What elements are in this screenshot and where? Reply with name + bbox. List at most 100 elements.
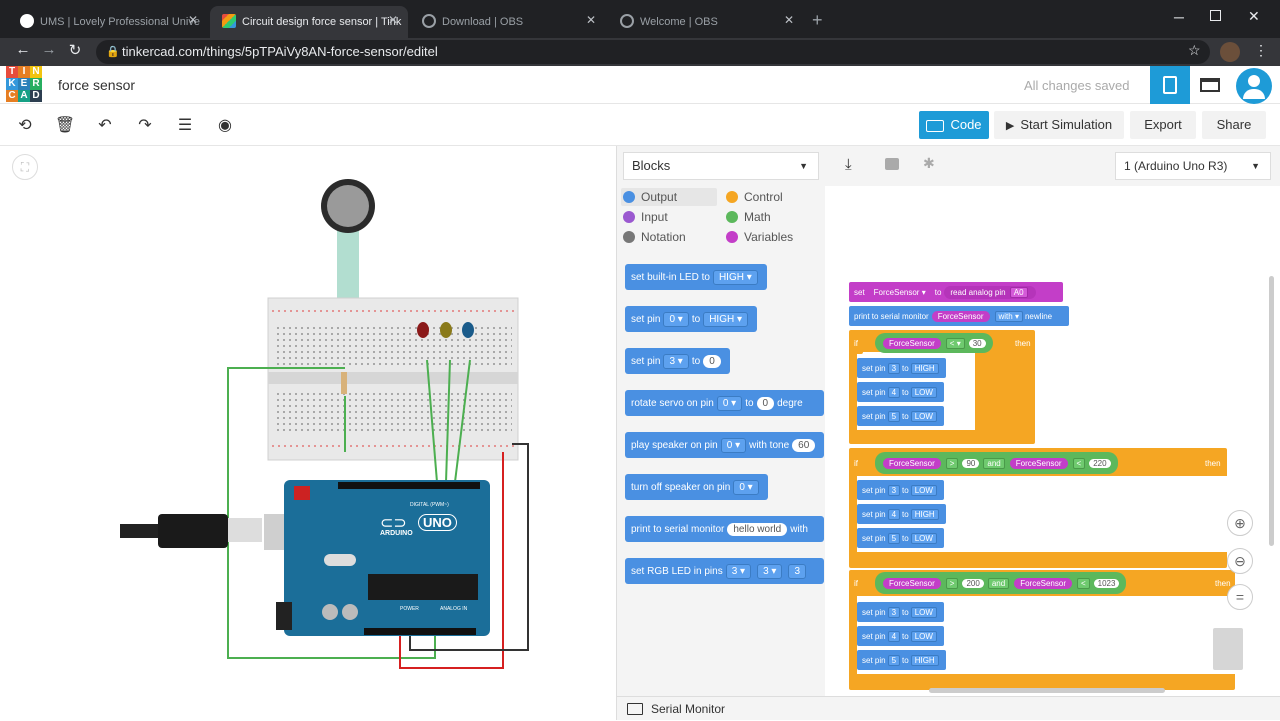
menu-icon[interactable]: ⋮ bbox=[1254, 42, 1268, 58]
device-select[interactable]: 1 (Arduino Uno R3) ▼ bbox=[1115, 152, 1271, 180]
black-wire[interactable] bbox=[409, 443, 529, 651]
variable-ref[interactable]: ForceSensor bbox=[931, 310, 990, 322]
level-dropdown[interactable]: HIGH bbox=[910, 508, 939, 520]
block-print-serial[interactable]: print to serial monitor ForceSensor with… bbox=[849, 306, 1069, 326]
logic-dropdown[interactable]: and bbox=[987, 577, 1010, 589]
block-set-variable[interactable]: set ForceSensor ▾ to read analog pin A0 bbox=[849, 282, 1063, 302]
red-wire[interactable] bbox=[399, 452, 504, 669]
dropdown[interactable]: 3 ▾ bbox=[757, 563, 783, 579]
dropdown[interactable]: 3 ▾ bbox=[663, 353, 689, 369]
resistor[interactable] bbox=[341, 372, 347, 394]
star-icon[interactable]: ☆ bbox=[1188, 42, 1201, 58]
close-icon[interactable]: ✕ bbox=[387, 13, 398, 27]
trash-icon[interactable] bbox=[1213, 628, 1243, 670]
green-wire[interactable] bbox=[454, 359, 471, 483]
code-mode-select[interactable]: Blocks ▼ bbox=[623, 152, 819, 180]
upload-icon[interactable] bbox=[885, 158, 899, 170]
url-input[interactable]: 🔒 tinkercad.com/things/5pTPAiVy8AN-force… bbox=[96, 40, 1210, 64]
pin-dropdown[interactable]: 5 bbox=[887, 410, 901, 422]
compare-block[interactable]: ForceSensor < ▾ 30 bbox=[875, 333, 993, 353]
level-dropdown[interactable]: LOW bbox=[910, 386, 937, 398]
value-input[interactable]: 60 bbox=[792, 438, 816, 452]
circuit-diagram[interactable]: ⊂⊃ bbox=[0, 146, 616, 720]
value-input[interactable]: 30 bbox=[968, 338, 986, 348]
dropdown[interactable]: 0 ▾ bbox=[716, 395, 743, 411]
debugger-icon[interactable]: ✱ bbox=[923, 155, 935, 171]
horizontal-scrollbar[interactable] bbox=[929, 688, 1165, 693]
script-area[interactable]: set ForceSensor ▾ to read analog pin A0 … bbox=[825, 186, 1280, 696]
variable-ref[interactable]: ForceSensor bbox=[883, 337, 941, 349]
circuit-workspace[interactable]: ⛶ bbox=[0, 146, 616, 720]
profile-avatar[interactable] bbox=[1220, 42, 1240, 62]
new-tab-icon[interactable]: + bbox=[812, 10, 823, 30]
variable-dropdown[interactable]: ForceSensor ▾ bbox=[867, 286, 932, 298]
value-input[interactable]: 90 bbox=[962, 458, 980, 468]
dropdown[interactable]: 0 ▾ bbox=[663, 311, 689, 327]
pin-dropdown[interactable]: 3 bbox=[887, 362, 901, 374]
dropdown[interactable]: 0 ▾ bbox=[720, 437, 747, 453]
value-input[interactable]: hello world bbox=[727, 522, 788, 536]
pin-dropdown[interactable]: 4 bbox=[887, 630, 901, 642]
level-dropdown[interactable]: LOW bbox=[910, 410, 937, 422]
green-wire[interactable] bbox=[227, 367, 436, 659]
pin-dropdown[interactable]: 3 bbox=[887, 606, 901, 618]
value-input[interactable]: 200 bbox=[962, 578, 984, 588]
red-led[interactable] bbox=[417, 322, 429, 338]
dropdown[interactable]: 3 bbox=[788, 563, 807, 579]
category-output[interactable]: Output bbox=[621, 190, 677, 204]
and-block[interactable]: ForceSensor > 90 and ForceSensor < 220 bbox=[875, 452, 1118, 474]
pin-dropdown[interactable]: 5 bbox=[887, 532, 901, 544]
level-dropdown[interactable]: LOW bbox=[910, 484, 937, 496]
category-control[interactable]: Control bbox=[724, 190, 783, 204]
notes-icon[interactable]: ☰ bbox=[177, 117, 193, 134]
user-avatar[interactable] bbox=[1236, 68, 1272, 104]
browser-tab-active[interactable]: Circuit design force sensor | Tink ✕ bbox=[210, 6, 408, 38]
browser-tab[interactable]: Download | OBS ✕ bbox=[410, 6, 606, 38]
pin-dropdown[interactable]: 4 bbox=[887, 386, 901, 398]
eye-icon[interactable]: ◉ bbox=[218, 117, 232, 134]
operator-dropdown[interactable]: > bbox=[945, 577, 959, 589]
category-notation[interactable]: Notation bbox=[621, 230, 686, 244]
value-input[interactable]: 220 bbox=[1089, 458, 1111, 468]
delete-icon[interactable]: 🗑 bbox=[54, 117, 76, 134]
variable-ref[interactable]: ForceSensor bbox=[1014, 577, 1072, 589]
dropdown[interactable]: 3 ▾ bbox=[725, 563, 752, 579]
download-icon[interactable]: ⤓ bbox=[845, 156, 852, 173]
zoom-reset-icon[interactable]: = bbox=[1227, 584, 1253, 610]
variable-ref[interactable]: ForceSensor bbox=[1009, 457, 1068, 469]
arduino-uno[interactable] bbox=[284, 480, 490, 636]
vertical-scrollbar[interactable] bbox=[1269, 276, 1274, 546]
zoom-out-icon[interactable]: ⊖ bbox=[1227, 548, 1253, 574]
value-input[interactable]: 0 bbox=[703, 354, 721, 368]
and-block[interactable]: ForceSensor > 200 and ForceSensor < 1023 bbox=[875, 572, 1127, 594]
category-input[interactable]: Input bbox=[621, 210, 668, 224]
pin-dropdown[interactable]: 3 bbox=[887, 484, 901, 496]
maximize-icon[interactable] bbox=[1210, 10, 1221, 21]
operator-dropdown[interactable]: < bbox=[1072, 457, 1086, 469]
variable-ref[interactable]: ForceSensor bbox=[883, 577, 941, 589]
undo-icon[interactable]: ↶ bbox=[98, 117, 112, 134]
close-icon[interactable]: ✕ bbox=[585, 13, 596, 27]
operator-dropdown[interactable]: > bbox=[945, 457, 959, 469]
zoom-in-icon[interactable]: ⊕ bbox=[1227, 510, 1253, 536]
dropdown[interactable]: HIGH ▾ bbox=[703, 311, 748, 327]
pin-dropdown[interactable]: 4 bbox=[887, 508, 901, 520]
export-button[interactable]: Export bbox=[1130, 111, 1196, 139]
browser-tab[interactable]: Welcome | OBS ✕ bbox=[608, 6, 804, 38]
variable-ref[interactable]: ForceSensor bbox=[883, 457, 941, 469]
